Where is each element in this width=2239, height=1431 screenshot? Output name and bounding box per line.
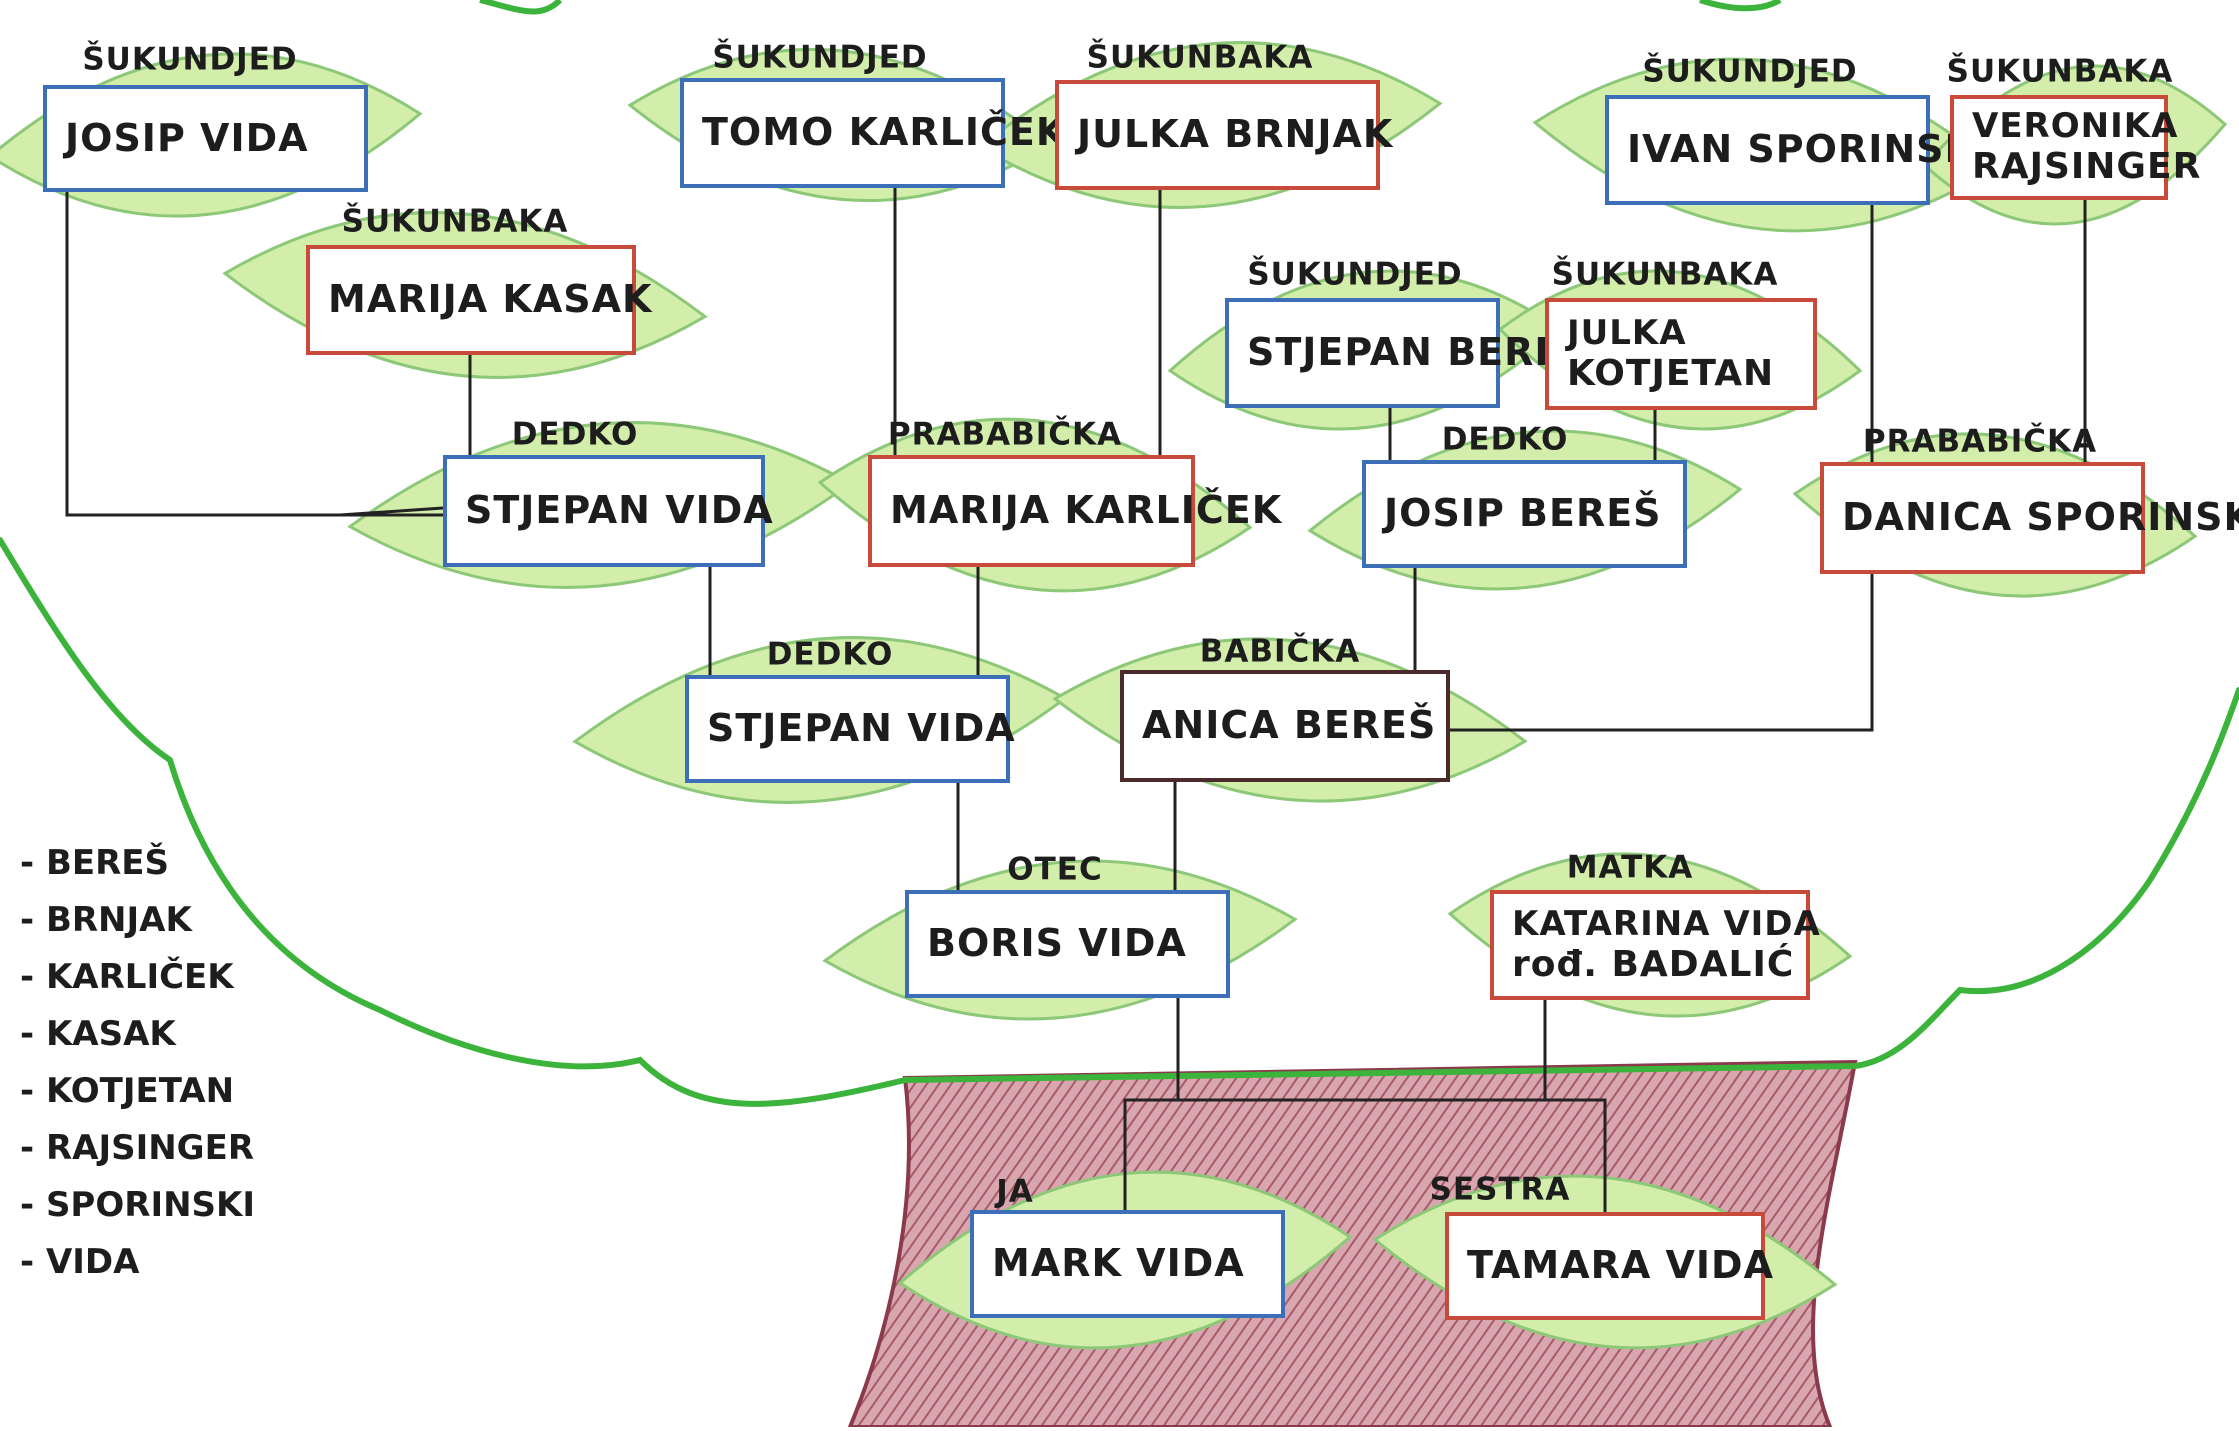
relation-label: ŠUKUNBAKA <box>1086 39 1314 76</box>
person-name: IVAN SPORINSKI <box>1627 127 1991 172</box>
legend-item: - KOTJETAN <box>20 1071 235 1111</box>
connector-line <box>1125 1098 1607 1212</box>
person-name: KATARINA VIDA <box>1512 903 1821 944</box>
legend-item: - RAJSINGER <box>20 1128 254 1168</box>
person-box: STJEPAN VIDA <box>685 675 1016 783</box>
person-name: JOSIP BEREŠ <box>1384 491 1662 536</box>
person-name: ANICA BEREŠ <box>1142 703 1437 748</box>
person-name: MARIJA KARLIČEK <box>890 488 1283 533</box>
relation-label: ŠUKUNDJED <box>1247 256 1463 293</box>
person-box: MARIJA KARLIČEK <box>868 455 1283 567</box>
relation-label: MATKA <box>1566 849 1694 886</box>
person-name-line2: KOTJETAN <box>1567 352 1775 394</box>
person-box: JOSIP BEREŠ <box>1362 460 1687 568</box>
person-name: STJEPAN VIDA <box>465 488 774 533</box>
relation-label: ŠUKUNBAKA <box>1551 256 1779 293</box>
connector-line <box>65 192 443 517</box>
person-name: BORIS VIDA <box>927 921 1187 966</box>
connector-lines <box>65 188 2087 1212</box>
person-box: ANICA BEREŠ <box>1120 670 1450 782</box>
person-box: MARK VIDA <box>970 1210 1285 1318</box>
person-box: MARIJA KASAK <box>306 245 653 355</box>
person-name: STJEPAN BEREŠ <box>1247 330 1590 375</box>
legend-item: - BEREŠ <box>20 843 169 883</box>
relation-label: PRABABIČKA <box>1862 423 2098 460</box>
legend-item: - KARLIČEK <box>20 957 234 997</box>
person-name: TOMO KARLIČEK <box>702 110 1067 155</box>
legend-item: - KASAK <box>20 1014 176 1054</box>
relation-label: BABIČKA <box>1199 633 1361 670</box>
relation-label: OTEC <box>1007 851 1103 888</box>
person-box: JULKA BRNJAK <box>1055 80 1394 190</box>
person-name: JULKA BRNJAK <box>1077 112 1394 157</box>
person-name: VERONIKA <box>1972 106 2179 147</box>
person-box: DANICA SPORINSKI <box>1820 462 2239 574</box>
relation-label: ŠUKUNDJED <box>712 39 928 76</box>
person-name: JOSIP VIDA <box>65 115 309 160</box>
person-name-line2: RAJSINGER <box>1972 146 2202 188</box>
relation-label: ŠUKUNBAKA <box>341 203 569 240</box>
legend-item: - SPORINSKI <box>20 1185 256 1225</box>
person-name-line2: rođ. BADALIĆ <box>1512 943 1795 985</box>
person-box: JOSIP VIDA <box>43 85 368 192</box>
relation-label: DEDKO <box>766 636 894 673</box>
person-name: MARK VIDA <box>992 1241 1245 1286</box>
person-box: TOMO KARLIČEK <box>680 78 1067 188</box>
person-box: TAMARA VIDA <box>1445 1212 1775 1320</box>
surname-legend: - BEREŠ - BRNJAK - KARLIČEK - KASAK - KO… <box>20 835 255 1291</box>
legend-item: - VIDA <box>20 1242 140 1282</box>
relation-label: ŠUKUNDJED <box>1642 53 1858 90</box>
person-name: STJEPAN VIDA <box>707 706 1016 751</box>
person-name: MARIJA KASAK <box>328 277 653 322</box>
relation-label: DEDKO <box>1441 421 1569 458</box>
connector-line <box>339 506 444 517</box>
person-box: BORIS VIDA <box>905 890 1230 998</box>
connector-line <box>1450 574 1874 732</box>
person-name: JULKA <box>1567 312 1687 353</box>
legend-item: - BRNJAK <box>20 900 192 940</box>
person-name: DANICA SPORINSKI <box>1842 495 2239 540</box>
relation-label: DEDKO <box>511 416 639 453</box>
tree-crown-outline <box>0 0 2239 1107</box>
person-name: TAMARA VIDA <box>1467 1243 1775 1288</box>
relation-label: SESTRA <box>1429 1171 1571 1208</box>
relation-label: JA <box>996 1173 1034 1210</box>
person-box: STJEPAN BEREŠ <box>1225 298 1590 408</box>
person-box: IVAN SPORINSKI <box>1605 95 1991 205</box>
relation-label: ŠUKUNBAKA <box>1946 53 2174 90</box>
person-box: STJEPAN VIDA <box>443 455 774 567</box>
relation-label: PRABABIČKA <box>887 416 1123 453</box>
relation-label: ŠUKUNDJED <box>82 41 298 78</box>
